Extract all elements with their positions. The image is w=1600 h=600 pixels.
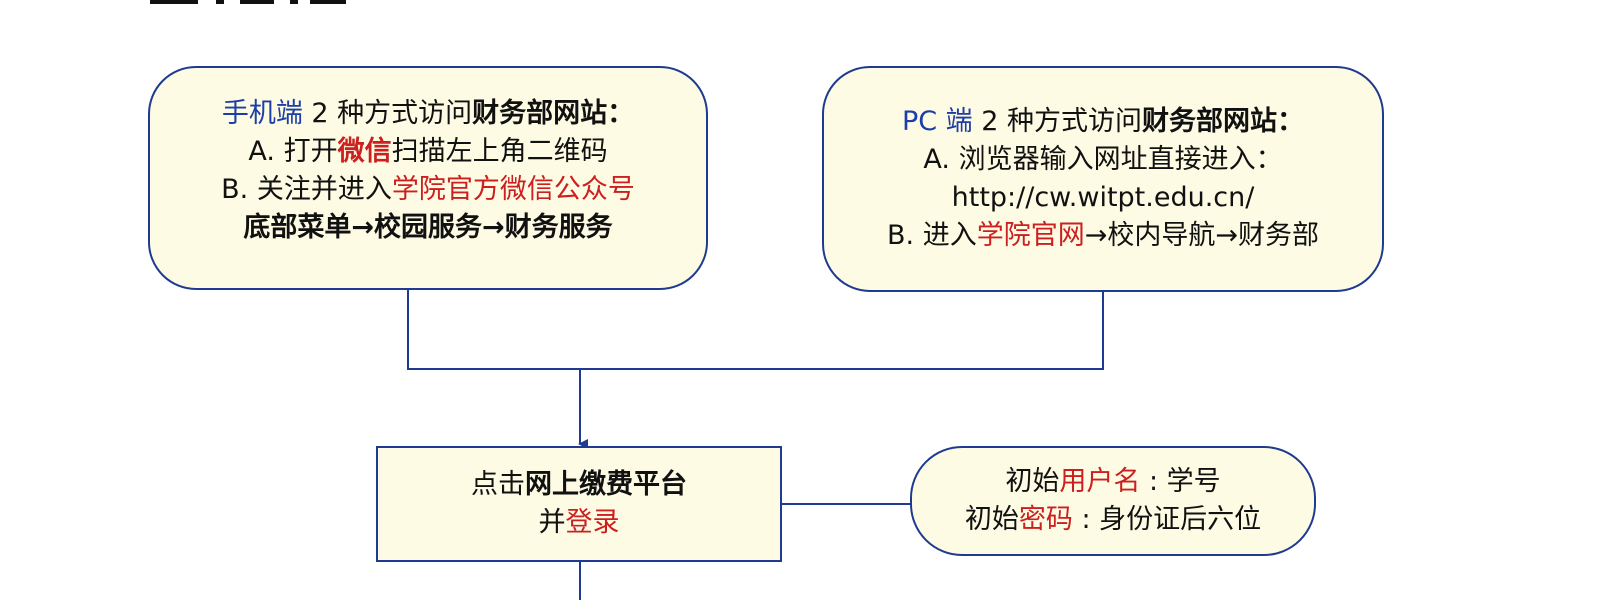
initial-password-prefix: 初始 [964, 504, 1019, 535]
pc-option-a: A. 浏览器输入网址直接进入： [923, 144, 1283, 175]
pc-option-b-prefix: B. 进入 [887, 220, 977, 251]
mobile-heading-colon: ： [607, 98, 635, 129]
mobile-option-a: A. 打开微信扫描左上角二维码 [248, 133, 607, 171]
mobile-heading-prefix: 手机端 [221, 98, 303, 129]
initial-password-label: 密码 [1018, 504, 1073, 535]
initial-username-line: 初始用户名 : 学号 [1005, 463, 1220, 501]
login-step-line2: 并登录 [539, 504, 620, 542]
mobile-option-b: B. 关注并进入学院官方微信公众号 [221, 171, 635, 209]
connector-mobile-to-merge [407, 290, 580, 370]
pc-option-b-suffix: →校内导航→财务部 [1084, 220, 1319, 251]
pc-option-b: B. 进入学院官网→校内导航→财务部 [887, 217, 1319, 255]
mobile-option-b-prefix: B. 关注并进入 [221, 174, 392, 205]
mobile-access-box: 手机端 2 种方式访问财务部网站： A. 打开微信扫描左上角二维码 B. 关注并… [148, 66, 708, 290]
pc-access-box: PC 端 2 种方式访问财务部网站： A. 浏览器输入网址直接进入： http:… [822, 66, 1384, 292]
connector-pc-to-merge [580, 292, 1104, 370]
login-step-line1: 点击网上缴费平台 [471, 466, 687, 504]
mobile-option-a-wechat: 微信 [337, 136, 392, 167]
pc-heading-prefix: PC 端 [901, 106, 973, 137]
mobile-menu-path: 底部菜单→校园服务→财务服务 [243, 212, 613, 243]
mobile-heading-site: 财务部网站 [472, 98, 608, 129]
initial-username-value: : 学号 [1140, 466, 1221, 497]
login-step-prefix: 点击 [471, 469, 525, 500]
login-step-box: 点击网上缴费平台 并登录 [376, 446, 782, 562]
online-payment-platform: 网上缴费平台 [525, 469, 687, 500]
mobile-option-a-suffix: 扫描左上角二维码 [391, 136, 608, 167]
pc-option-b-college-site: 学院官网 [976, 220, 1085, 251]
pc-site-url: http://cw.witpt.edu.cn/ [951, 182, 1255, 213]
login-step-login: 登录 [565, 507, 620, 538]
pc-heading-site: 财务部网站 [1142, 106, 1278, 137]
pc-heading: PC 端 2 种方式访问财务部网站： [902, 103, 1304, 141]
mobile-heading-middle: 2 种方式访问 [302, 98, 473, 129]
cropped-title-fragment [150, 0, 350, 4]
login-step-and: 并 [538, 507, 566, 538]
pc-heading-middle: 2 种方式访问 [972, 106, 1143, 137]
initial-username-prefix: 初始 [1005, 466, 1060, 497]
initial-password-value: : 身份证后六位 [1072, 504, 1262, 535]
pc-heading-colon: ： [1277, 106, 1305, 137]
initial-password-line: 初始密码 : 身份证后六位 [965, 501, 1261, 539]
mobile-option-a-prefix: A. 打开 [248, 136, 338, 167]
initial-credentials-box: 初始用户名 : 学号 初始密码 : 身份证后六位 [910, 446, 1316, 556]
mobile-option-b-official-account: 学院官方微信公众号 [391, 174, 635, 205]
initial-username-label: 用户名 [1059, 466, 1141, 497]
mobile-heading: 手机端 2 种方式访问财务部网站： [222, 95, 634, 133]
